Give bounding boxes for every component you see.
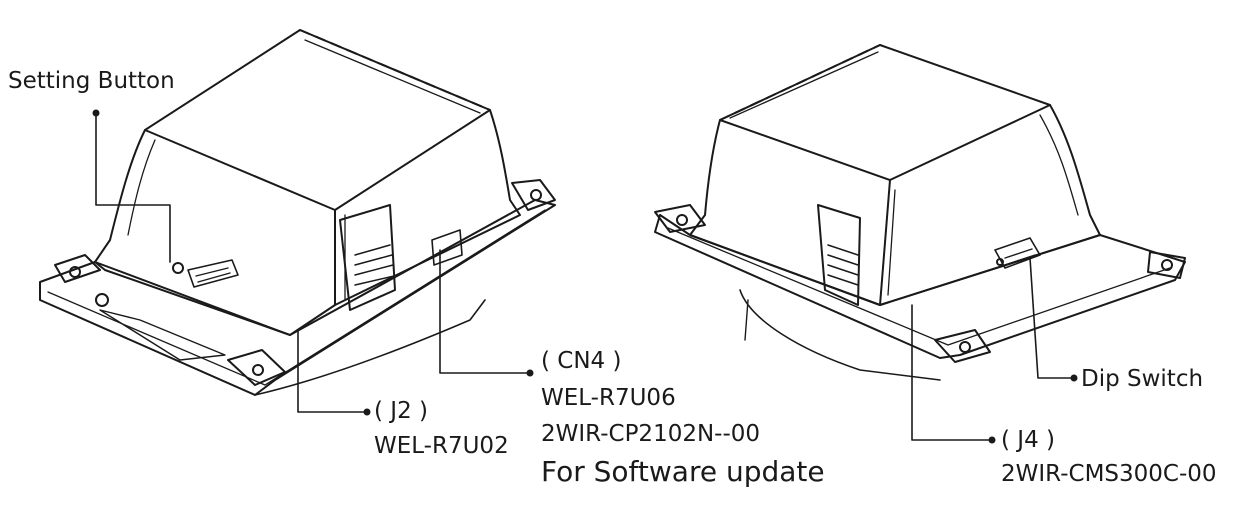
leader-lines [95,112,1073,441]
dip-switch-label: Dip Switch [1081,366,1204,392]
leader-j2 [297,329,366,413]
j4-part-label: 2WIR-CMS300C-00 [1001,461,1217,487]
left-device-lid [144,29,491,211]
leader-dip-switch [1029,257,1073,379]
right-device-latch [817,204,861,306]
setting-button-icon [172,262,184,274]
leader-dots [92,109,1078,444]
cn4-model-label: WEL-R7U06 [541,385,676,411]
left-mount-tab-left [54,254,101,283]
right-mount-tab-bottom [934,329,991,363]
leader-cn4 [439,249,529,374]
cn4-note-label: For Software update [541,455,825,488]
cn4-ref-label: ( CN4 ) [541,348,622,374]
left-device-side-face [334,109,521,306]
j4-ref-label: ( J4 ) [1001,427,1055,453]
right-device-front-face [879,104,1101,306]
leader-setting-button [95,112,171,263]
j2-ref-label: ( J2 ) [374,398,428,424]
right-mount-tab-left [654,204,706,233]
left-device [39,29,556,396]
dip-switch-icon [994,237,1041,269]
setting-button-label: Setting Button [8,68,175,94]
right-device-base-flange [654,214,1186,359]
left-mount-tab-bottom [227,349,286,386]
left-device-latch [339,204,396,311]
right-mount-tab-right [1147,251,1186,279]
cn4-part-label: 2WIR-CP2102N--00 [541,421,761,447]
j2-model-label: WEL-R7U02 [374,433,509,459]
right-device-rear-ridge [719,44,881,121]
right-device [654,44,1186,381]
left-mount-tab-right [511,179,556,211]
left-device-rear-ridge [299,29,491,111]
left-device-base-flange [39,199,556,396]
leader-j4 [911,304,991,441]
left-device-front-face [94,129,337,336]
right-device-lid [719,44,1051,181]
right-device-side-face [689,119,891,306]
